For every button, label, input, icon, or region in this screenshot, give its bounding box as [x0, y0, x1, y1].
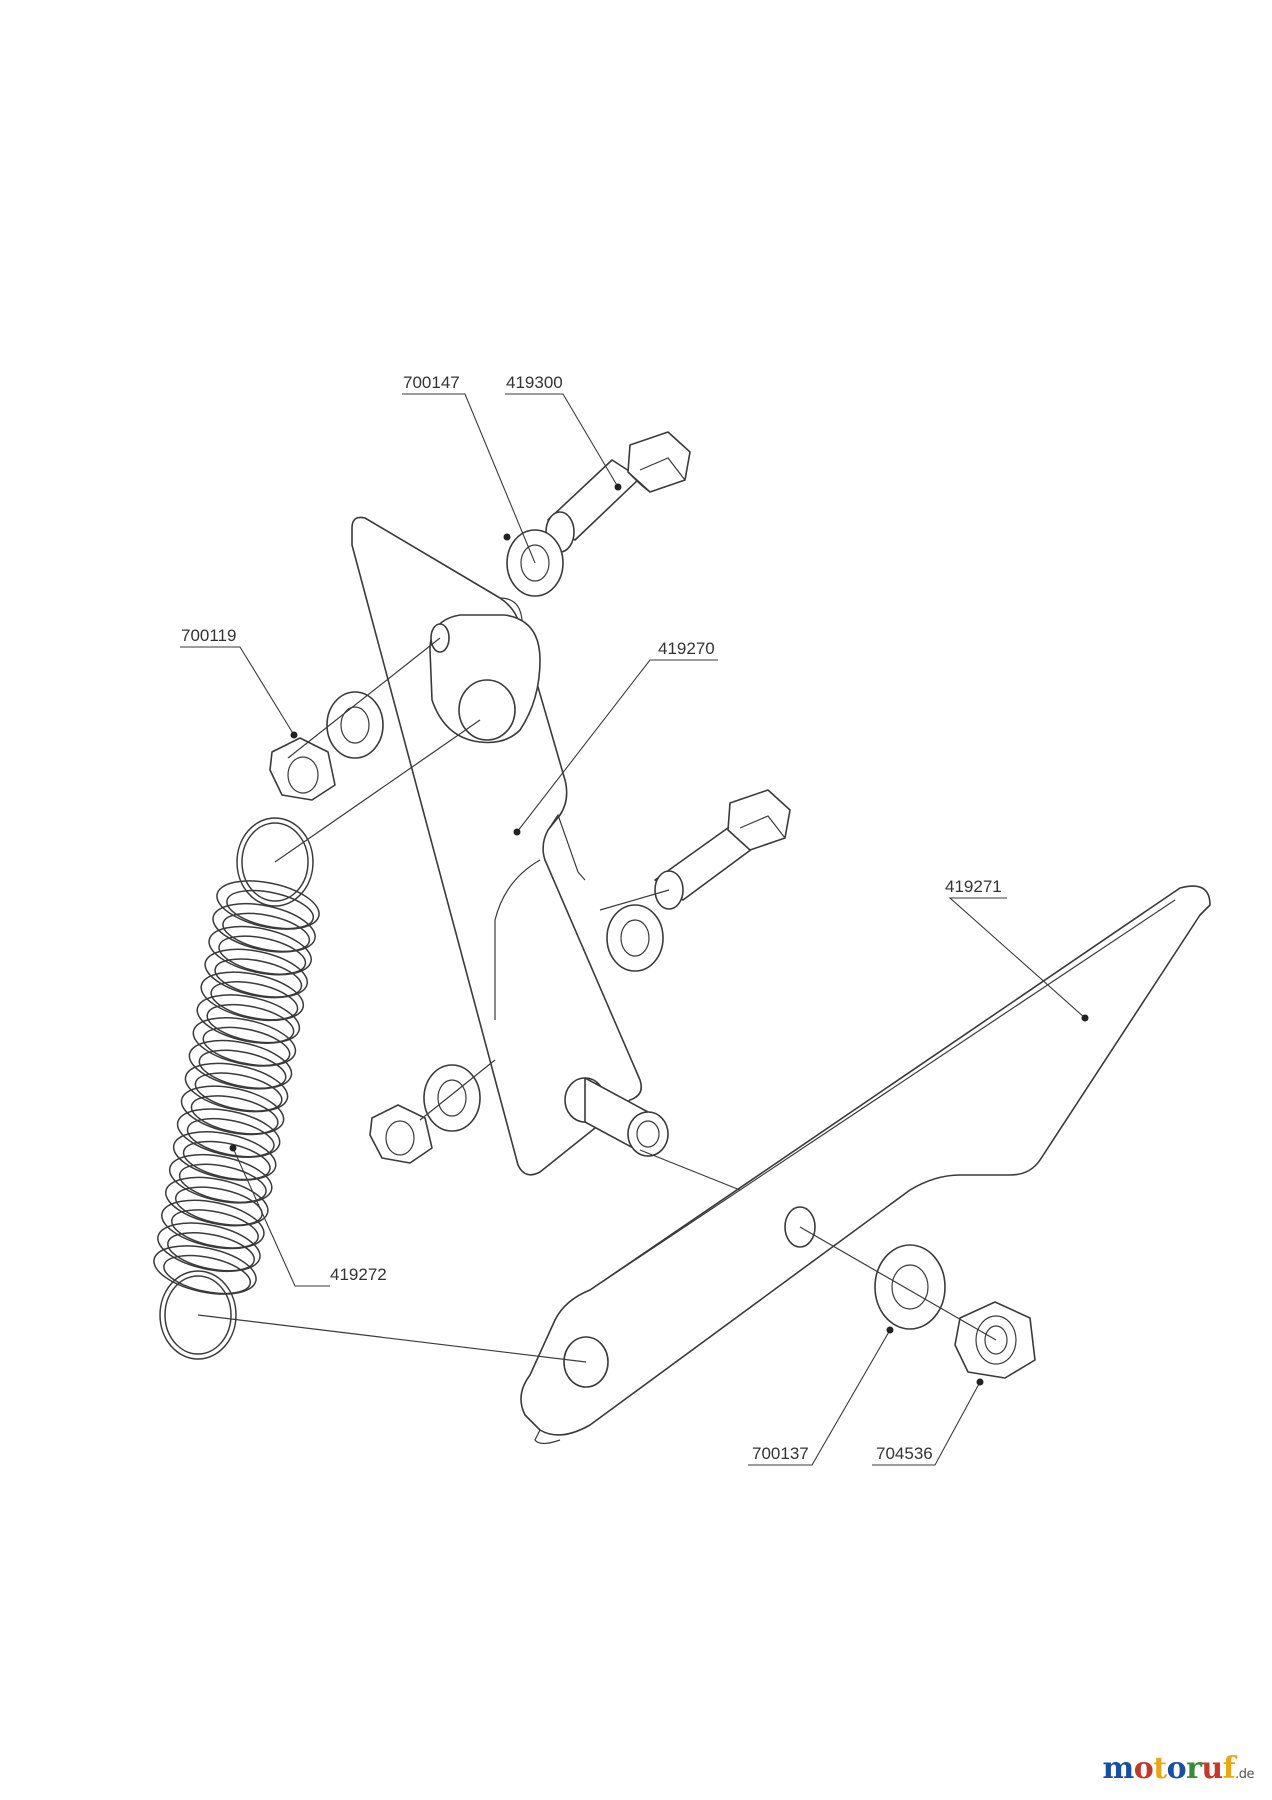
- spring-coil: [216, 880, 320, 930]
- spring-coil: [168, 1153, 273, 1204]
- assembly-lines: [197, 637, 997, 1363]
- spring-coil: [196, 994, 301, 1044]
- callout-labels: 700147 419300 700119 419270 419271 41927…: [181, 373, 1002, 1463]
- spring-coil-inner: [171, 1209, 259, 1249]
- spring-coil: [161, 1199, 265, 1250]
- bracket-plate: [351, 516, 643, 1176]
- spring-coil: [200, 971, 305, 1022]
- spring-coil: [176, 1108, 281, 1158]
- spring-coil-inner: [214, 958, 303, 998]
- callout-700119: 700119: [181, 626, 236, 645]
- spring-coil: [188, 1039, 293, 1090]
- spring-coil: [192, 1017, 297, 1067]
- watermark-suffix: .de: [1235, 1767, 1254, 1782]
- spring-coil: [153, 1245, 257, 1295]
- bolt-top: [545, 431, 691, 553]
- callout-419272: 419272: [330, 1265, 387, 1284]
- spring-coil-inner: [226, 889, 315, 930]
- spring-coil-inner: [206, 1003, 295, 1044]
- spring-coil-inner: [194, 1072, 283, 1112]
- spring-coil-inner: [198, 1049, 287, 1089]
- motoruf-watermark-logo: motoruf.de: [1102, 1751, 1254, 1786]
- spring-coil-inner: [182, 1140, 271, 1181]
- callout-419271: 419271: [945, 877, 1002, 896]
- spring-coil: [184, 1062, 289, 1113]
- spring: [153, 817, 320, 1360]
- spring-coil-inner: [222, 912, 311, 953]
- callout-419300: 419300: [506, 373, 563, 392]
- spring-coil: [172, 1131, 277, 1181]
- spring-coil-inner: [174, 1186, 263, 1226]
- spring-coil: [208, 925, 312, 976]
- pin-boss: [564, 1077, 669, 1157]
- spring-coil-inner: [178, 1163, 267, 1204]
- callout-700137: 700137: [752, 1444, 809, 1463]
- spring-coil: [212, 902, 316, 953]
- lever-arm: [520, 885, 1211, 1445]
- callout-419270: 419270: [658, 639, 715, 658]
- spring-coil-inner: [163, 1254, 252, 1295]
- spring-coil: [180, 1085, 285, 1136]
- spring-coil: [204, 948, 309, 999]
- spring-coil: [164, 1176, 269, 1227]
- leader-lines: [180, 393, 1089, 1466]
- spring-coil-inner: [167, 1231, 255, 1272]
- spring-coil: [157, 1222, 261, 1273]
- spring-coil-inner: [186, 1117, 275, 1158]
- spring-coil-inner: [190, 1095, 279, 1135]
- bolt-middle: [654, 789, 791, 910]
- spring-coil-inner: [202, 1026, 291, 1067]
- spring-coil-inner: [218, 935, 307, 975]
- callout-704536: 704536: [876, 1444, 933, 1463]
- callout-700147: 700147: [403, 373, 460, 392]
- spring-coil-inner: [210, 981, 299, 1021]
